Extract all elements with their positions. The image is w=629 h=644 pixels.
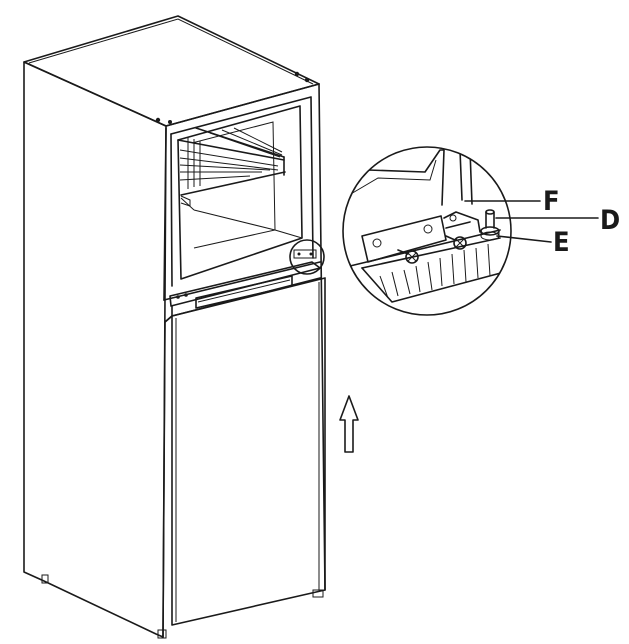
- freezer-compartment: [163, 96, 325, 301]
- callout-label-f: F: [543, 186, 560, 217]
- callout-label-e: E: [553, 227, 570, 258]
- fridge-top-panel: [23, 15, 320, 127]
- screw-right: [445, 235, 467, 250]
- fridge-side-panel: [23, 61, 167, 638]
- refrigerator: [23, 15, 326, 639]
- fridge-door: [162, 277, 326, 638]
- screw-left: [397, 249, 419, 264]
- hinge-pin: [480, 209, 500, 241]
- zoom-circle-border: [342, 146, 512, 316]
- wire-shelf: [177, 127, 286, 196]
- up-arrow-icon: [339, 395, 359, 453]
- hinge-detail-view: [342, 146, 512, 316]
- callout-label-d: D: [600, 205, 620, 236]
- callout-lines: [464, 200, 599, 243]
